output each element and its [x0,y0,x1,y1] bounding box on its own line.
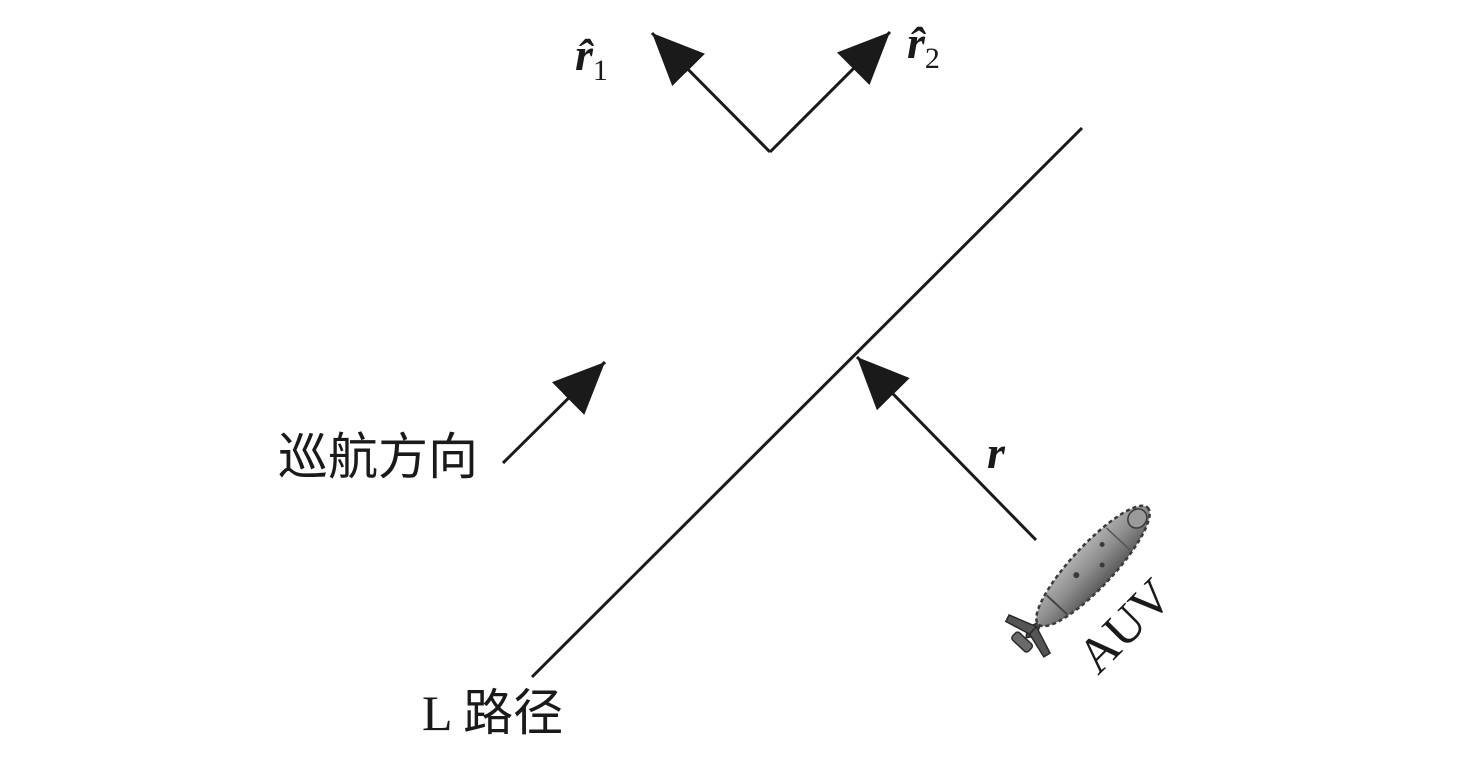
cruise-direction-arrow [501,360,607,465]
r-hat-2-label: r̂2 [907,17,940,75]
cruise-direction-label: 巡航方向 [278,429,478,485]
r-hat-2-base: r̂ [907,17,926,68]
r-vector-arrow [855,355,1038,542]
r-hat-1-subscript: 1 [593,54,608,87]
l-path-label: L 路径 [422,685,563,741]
auv-icon [1004,504,1151,658]
r-hat-1-label: r̂1 [575,29,608,87]
r-hat-2-subscript: 2 [925,42,940,75]
basis-vectors: r̂1 r̂2 [575,17,940,154]
r-hat-1-base: r̂ [575,29,594,80]
l-path-line [530,126,1084,679]
r-hat-2-arrow [768,30,892,154]
r-vector-label: r [987,427,1006,478]
r-hat-1-arrow [650,31,772,154]
